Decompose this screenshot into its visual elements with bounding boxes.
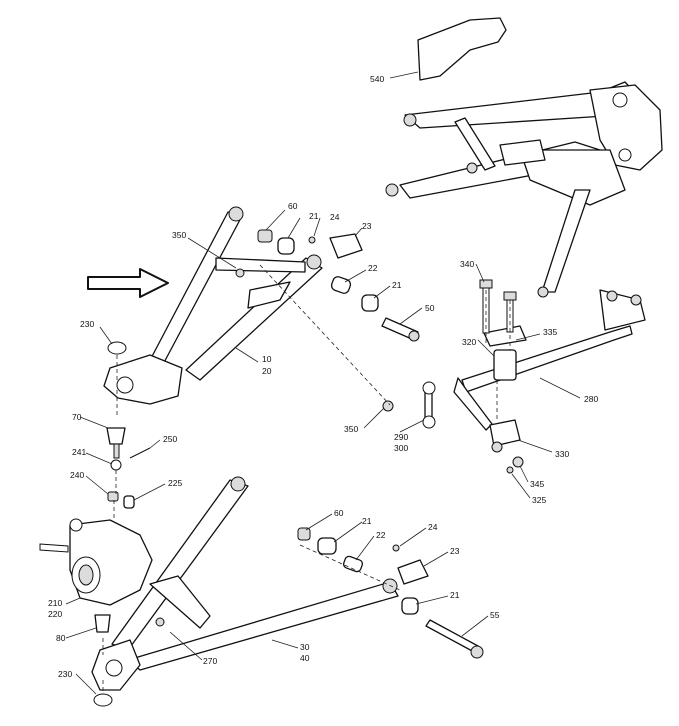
callout-40: 40	[300, 653, 310, 663]
callout-80: 80	[56, 633, 66, 643]
callout-10: 10	[262, 354, 272, 364]
callout-22-lower: 22	[376, 530, 386, 540]
callout-21-lower-b: 21	[450, 590, 460, 600]
callout-325: 325	[532, 495, 546, 505]
callout-345: 345	[530, 479, 544, 489]
upper-arm-hardware	[257, 229, 420, 342]
callout-labels: 540 60 21 24 23 350 22 21 50 230 10 20 3…	[48, 74, 598, 679]
assembly-axis-lines	[102, 264, 511, 694]
callout-20: 20	[262, 366, 272, 376]
right-arrow-outline-icon	[87, 268, 169, 298]
callout-60-upper: 60	[288, 201, 298, 211]
callout-250: 250	[163, 434, 177, 444]
sway-bar-assembly	[382, 279, 646, 474]
callout-540: 540	[370, 74, 384, 84]
callout-230-upper: 230	[80, 319, 94, 329]
callout-350-lower: 350	[344, 424, 358, 434]
callout-290: 290	[394, 432, 408, 442]
callout-350-upper: 350	[172, 230, 186, 240]
callout-270: 270	[203, 656, 217, 666]
callout-340: 340	[460, 259, 474, 269]
callout-23-upper: 23	[362, 221, 372, 231]
callout-60-lower: 60	[334, 508, 344, 518]
callout-335: 335	[543, 327, 557, 337]
callout-50: 50	[425, 303, 435, 313]
callout-24-lower: 24	[428, 522, 438, 532]
callout-30: 30	[300, 642, 310, 652]
frame-assembly	[385, 17, 663, 298]
callout-220: 220	[48, 609, 62, 619]
callout-230-lower: 230	[58, 669, 72, 679]
callout-225: 225	[168, 478, 182, 488]
retaining-ring-lower	[93, 693, 113, 707]
callout-240: 240	[70, 470, 84, 480]
callout-320: 320	[462, 337, 476, 347]
upper-a-arm	[103, 206, 323, 405]
retaining-ring-upper	[107, 341, 127, 355]
callout-241: 241	[72, 447, 86, 457]
callout-23-lower: 23	[450, 546, 460, 556]
lower-arm-hardware	[297, 527, 484, 659]
callout-21-lower-a: 21	[362, 516, 372, 526]
callout-70: 70	[72, 412, 82, 422]
callout-300: 300	[394, 443, 408, 453]
leader-lines	[65, 71, 581, 695]
callout-280: 280	[584, 394, 598, 404]
ball-joint-hardware	[106, 427, 151, 509]
lower-a-arm	[91, 476, 399, 691]
callout-21-upper-b: 21	[392, 280, 402, 290]
callout-24-upper: 24	[330, 212, 340, 222]
callout-55: 55	[490, 610, 500, 620]
callout-330: 330	[555, 449, 569, 459]
callout-210: 210	[48, 598, 62, 608]
knuckle-hub	[39, 518, 153, 633]
callout-21-upper-a: 21	[309, 211, 319, 221]
callout-22-upper: 22	[368, 263, 378, 273]
